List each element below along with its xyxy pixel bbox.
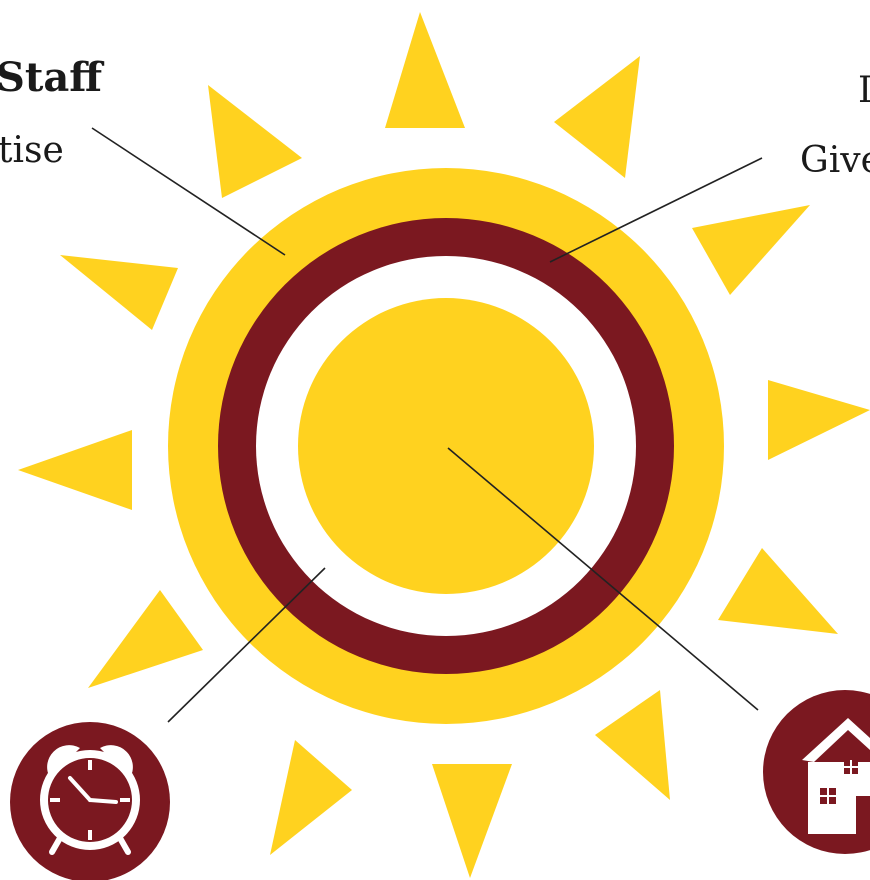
leader-line-house	[447, 447, 759, 711]
leader-line-clock	[167, 567, 326, 723]
alarm-clock-icon	[10, 722, 170, 880]
ray	[60, 255, 178, 330]
ray	[432, 764, 512, 878]
label-staff-title: Staff	[0, 54, 103, 101]
label-give-sub: Give	[800, 140, 870, 181]
ray	[718, 548, 838, 634]
ray	[88, 590, 203, 688]
leader-line-staff	[91, 127, 286, 256]
leader-line-give	[549, 157, 763, 263]
ray	[692, 205, 810, 295]
ray	[18, 430, 132, 510]
ray	[768, 380, 870, 460]
label-top-right-title: I	[858, 70, 870, 111]
house-icon	[763, 690, 870, 854]
leader-lines	[91, 127, 763, 723]
sun-inner-core	[298, 298, 594, 594]
label-staff-sub: tise	[0, 130, 64, 171]
ray	[385, 12, 465, 128]
ray	[595, 690, 670, 800]
ray	[554, 56, 640, 178]
ray	[208, 85, 302, 198]
ray	[270, 740, 352, 855]
sun-rays	[18, 12, 870, 878]
